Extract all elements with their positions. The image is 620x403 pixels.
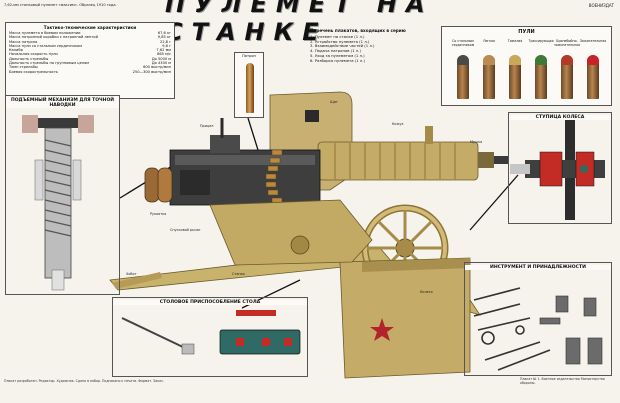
bullet-label: Тяжелая [507, 39, 523, 43]
ttx-row: Дальность стрельбы по групповым целям До … [9, 61, 171, 65]
ttx-value: 865 м/с [157, 52, 171, 57]
bullet-icon [483, 55, 495, 99]
ttx-row: Начальная скорость пули 865 м/с [9, 52, 171, 56]
lift-mechanism-drawing [22, 115, 94, 291]
callout-label: Колесо [420, 290, 433, 294]
ttx-value: 9,6 г [162, 43, 171, 48]
list-item: 1. Пулемет на станке (1 л.) [310, 33, 365, 39]
list-item: 5. Уход за пулеметом (1 л.) [310, 52, 365, 58]
water-jacket [317, 126, 508, 181]
bullets-heading: ПУЛИ [518, 29, 535, 35]
ttx-row: Дальность стрельбы До 5000 м [9, 57, 171, 61]
ttx-row: Боевая скорострельность 250—300 выстр/мин [9, 70, 171, 74]
poster-series-list: Перечень плакатов, входящих в серию 1. П… [310, 28, 420, 75]
footer-note-right: Плакат № 1. Военное издательство Министе… [520, 377, 605, 385]
callout-label: Кожух [392, 122, 404, 126]
ttx-value: 67,6 кг [157, 31, 171, 35]
table-device-drawing [121, 310, 301, 355]
ttx-value: 250—300 выстр/мин [132, 69, 171, 74]
cartridge-panel: Патрон [234, 52, 264, 118]
table-device-heading: СТОЛОВОЕ ПРИСПОСОБЛЕНИЕ СТОЛА [113, 300, 307, 305]
ttx-value: 600 выстр/мин [143, 65, 171, 70]
ttx-key: Масса патронной коробки с патронной лент… [9, 35, 98, 40]
ttx-key: Темп стрельбы [9, 65, 38, 70]
ttx-key: Боевая скорострельность [9, 69, 59, 74]
callout-label: Прицел [200, 124, 214, 128]
cartridge-label: Патрон [242, 54, 256, 58]
wheel-hub-panel: СТУПИЦА КОЛЕСА [508, 112, 612, 224]
ttx-row: Масса патрона 22,8 г [9, 40, 171, 44]
bullet-icon [535, 55, 547, 99]
bullet-label: Трассирующая [528, 39, 554, 43]
ttx-row: Темп стрельбы 600 выстр/мин [9, 65, 171, 69]
ttx-value: До 5000 м [151, 56, 171, 61]
footer-note-left: Плакат разработан. Редактор. Художник. С… [4, 379, 164, 383]
ttx-key: Дальность стрельбы [9, 56, 49, 61]
list-item: 3. Взаимодействие частей (1 л.) [310, 43, 375, 49]
wheel-hub-drawing [510, 120, 605, 220]
list-item: 2. Устройство пулемета (1 л.) [310, 38, 370, 44]
callout-label: Спусковой рычаг [170, 228, 201, 232]
table-device-panel: СТОЛОВОЕ ПРИСПОСОБЛЕНИЕ СТОЛА [112, 297, 308, 377]
ttx-key: Начальная скорость пули [9, 52, 58, 57]
bullet-icon [509, 55, 521, 99]
ttx-key: Масса патрона [9, 39, 38, 44]
ttx-heading: Тактико-технические характеристики [43, 25, 137, 30]
callout-label: Щит [330, 100, 338, 104]
bullet-label: Бронебойно-зажигательная [554, 39, 580, 47]
carriage-frame [209, 199, 373, 266]
bullet-label: Со стальным сердечником [451, 39, 475, 47]
parts-heading: Перечень плакатов, входящих в серию [310, 28, 406, 33]
ttx-row: Масса пули со стальным сердечником 9,6 г [9, 44, 171, 48]
ttx-key: Масса пули со стальным сердечником [9, 43, 82, 48]
bullet-icon [587, 55, 599, 99]
ttx-row: Масса патронной коробки с патронной лент… [9, 35, 171, 39]
bullet-label: Зажигательная [579, 39, 607, 43]
receiver [169, 118, 321, 206]
bullet-icon [561, 55, 573, 99]
bullets-panel: ПУЛИ Со стальным сердечником Легкая Тяже… [441, 26, 612, 106]
tools-panel: ИНСТРУМЕНТ И ПРИНАДЛЕЖНОСТИ [464, 262, 612, 376]
hub-heading: СТУПИЦА КОЛЕСА [509, 115, 611, 120]
bullet-label: Легкая [483, 39, 495, 43]
ttx-key: Масса пулемета в боевом положении [9, 31, 81, 35]
tools-heading: ИНСТРУМЕНТ И ПРИНАДЛЕЖНОСТИ [465, 265, 611, 270]
header-right-text: ВОЕНИЗДАТ [588, 3, 614, 8]
ttx-table: Тактико-технические характеристики Масса… [5, 22, 175, 99]
callout-label: Мушка [470, 140, 483, 144]
ttx-value: 7,62 мм [156, 48, 171, 53]
bullet-icon [457, 55, 469, 99]
ttx-value: 9,85 кг [157, 35, 171, 40]
header-left-text: 7,62-мм станковый пулемет «максим». Обра… [4, 3, 117, 7]
callout-label: Станок [232, 272, 245, 276]
lift-mechanism-panel: ПОДЪЕМНЫЙ МЕХАНИЗМ ДЛЯ ТОЧНОЙ НАВОДКИ [5, 95, 120, 295]
list-item: 4. Подача патронов (1 л.) [310, 48, 361, 54]
callout-label: Хобот [126, 272, 137, 276]
ttx-key: Дальность стрельбы по групповым целям [9, 61, 89, 66]
tools-drawing [473, 287, 551, 371]
list-item: 6. Разборка пулемета (1 л.) [310, 57, 366, 63]
ttx-row: Масса пулемета в боевом положении 67,6 кг [9, 31, 171, 35]
cartridge-icon [246, 63, 254, 113]
ttx-key: Калибр [9, 48, 23, 53]
ttx-row: Калибр 7,62 мм [9, 48, 171, 52]
callout-label: Рукоятка [150, 212, 167, 216]
ttx-value: До 4300 м [151, 61, 171, 66]
ttx-value: 22,8 г [159, 39, 171, 44]
lift-heading: ПОДЪЕМНЫЙ МЕХАНИЗМ ДЛЯ ТОЧНОЙ НАВОДКИ [6, 98, 119, 108]
spade-grips [144, 167, 173, 203]
